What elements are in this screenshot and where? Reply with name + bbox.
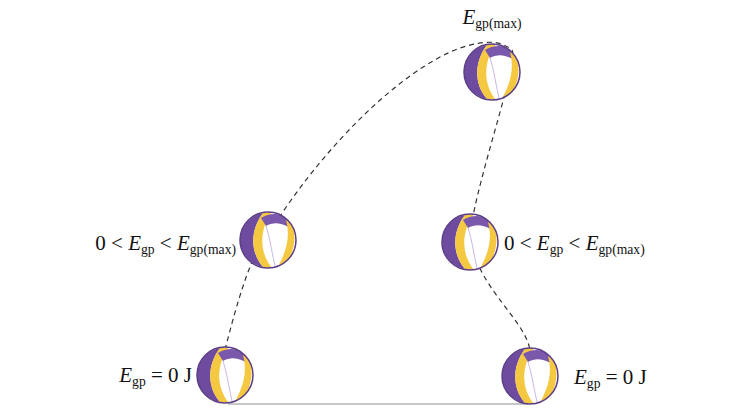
symbol-letter: E [537,231,550,255]
energy-label: Egp(max) [462,5,521,30]
volleyball-bottom-left [197,347,255,405]
symbol-subscript: gp(max) [598,243,644,258]
volleyball-right-mid [442,214,500,272]
energy-label: Egp = 0 J [119,363,192,388]
symbol-letter: E [128,231,141,255]
symbol-subscript: gp [550,243,564,258]
symbol-subscript: gp [587,377,601,392]
volleyball-bottom-right [502,348,560,406]
symbol-subscript: gp [141,243,155,258]
symbol-letter: E [177,231,190,255]
volleyball-left-mid [240,212,298,270]
energy-label: 0 < Egp < Egp(max) [504,231,645,256]
symbol-subscript: gp(max) [475,17,521,32]
symbol-subscript: gp [132,375,146,390]
trajectory-path [225,42,530,350]
symbol-letter: E [462,5,475,29]
symbol-letter: E [586,231,599,255]
ground-line [228,403,528,405]
symbol-letter: E [574,365,587,389]
symbol-subscript: gp(max) [190,243,236,258]
volleyball-top [464,44,522,102]
energy-label: Egp = 0 J [574,365,647,390]
energy-label: 0 < Egp < Egp(max) [95,231,236,256]
symbol-letter: E [119,363,132,387]
